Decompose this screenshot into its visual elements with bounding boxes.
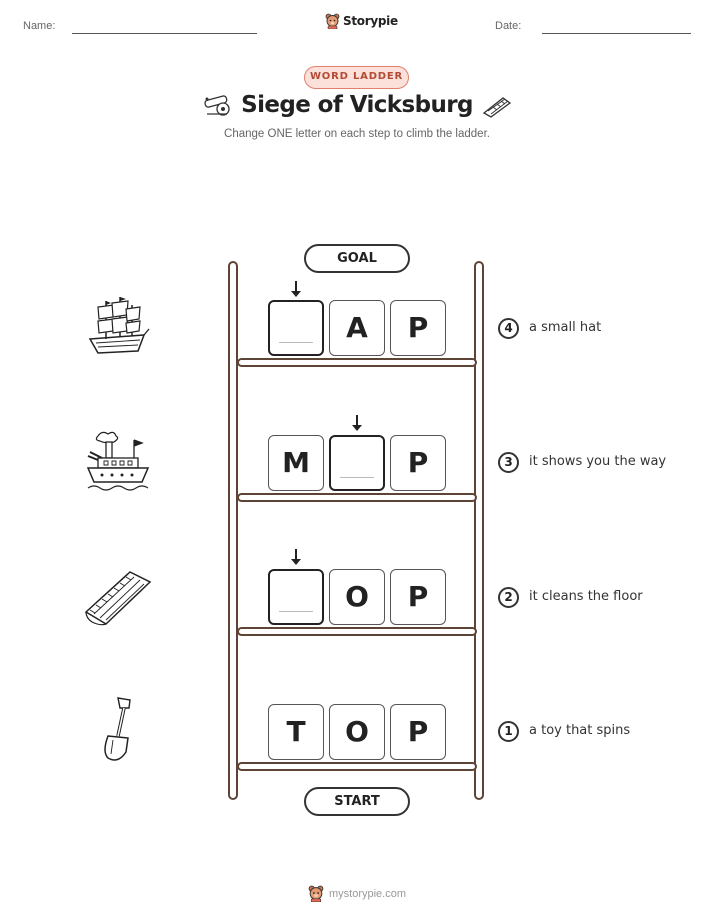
date-label: Date: xyxy=(495,20,522,32)
step-number: 4 xyxy=(498,318,519,339)
bear-mascot-icon xyxy=(325,13,340,29)
page-title: Siege of Vicksburg xyxy=(241,92,473,118)
ladder-rung xyxy=(237,493,477,502)
change-arrow-icon xyxy=(352,415,362,431)
footer-url[interactable]: mystorypie.com xyxy=(329,887,407,900)
letter-box: O xyxy=(329,569,385,625)
change-arrow-icon xyxy=(291,549,301,565)
letter-box: T xyxy=(268,704,324,760)
letter-box: P xyxy=(390,704,446,760)
clue-text: it cleans the floor xyxy=(529,589,643,604)
letter-box: P xyxy=(390,435,446,491)
steamboat-icon xyxy=(86,431,150,491)
goal-label: GOAL xyxy=(304,244,410,273)
ladder-rung xyxy=(237,762,477,771)
letter-box: P xyxy=(390,569,446,625)
clue-text: a small hat xyxy=(529,320,602,335)
step-number: 1 xyxy=(498,721,519,742)
step-number: 2 xyxy=(498,587,519,608)
footer: mystorypie.com xyxy=(308,885,406,902)
change-arrow-icon xyxy=(291,281,301,297)
earthworks-icon xyxy=(84,571,152,626)
ladder-rung xyxy=(237,358,477,367)
instructions: Change ONE letter on each step to climb … xyxy=(224,128,490,140)
letter-box-blank[interactable] xyxy=(268,300,324,356)
ladder-rail-left xyxy=(228,261,238,800)
storypie-logo: Storypie xyxy=(325,13,398,29)
letter-box-blank[interactable] xyxy=(329,435,385,491)
bear-mascot-icon xyxy=(308,885,324,902)
name-label: Name: xyxy=(23,20,56,32)
clue-text: it shows you the way xyxy=(529,454,667,469)
sailing-ship-icon xyxy=(88,297,150,354)
shovel-icon xyxy=(104,697,131,761)
start-label: START xyxy=(304,787,410,816)
date-line[interactable] xyxy=(542,33,691,34)
ladder-rung xyxy=(237,627,477,636)
name-line[interactable] xyxy=(72,33,257,34)
ladder-rail-right xyxy=(474,261,484,800)
brand-name: Storypie xyxy=(343,14,398,28)
word-ladder-badge: WORD LADDER xyxy=(304,66,409,89)
earthworks-small-icon xyxy=(482,97,512,118)
letter-box-blank[interactable] xyxy=(268,569,324,625)
clue-text: a toy that spins xyxy=(529,723,631,738)
step-number: 3 xyxy=(498,452,519,473)
cannon-icon xyxy=(204,95,230,116)
letter-box: P xyxy=(390,300,446,356)
letter-box: A xyxy=(329,300,385,356)
letter-box: O xyxy=(329,704,385,760)
letter-box: M xyxy=(268,435,324,491)
